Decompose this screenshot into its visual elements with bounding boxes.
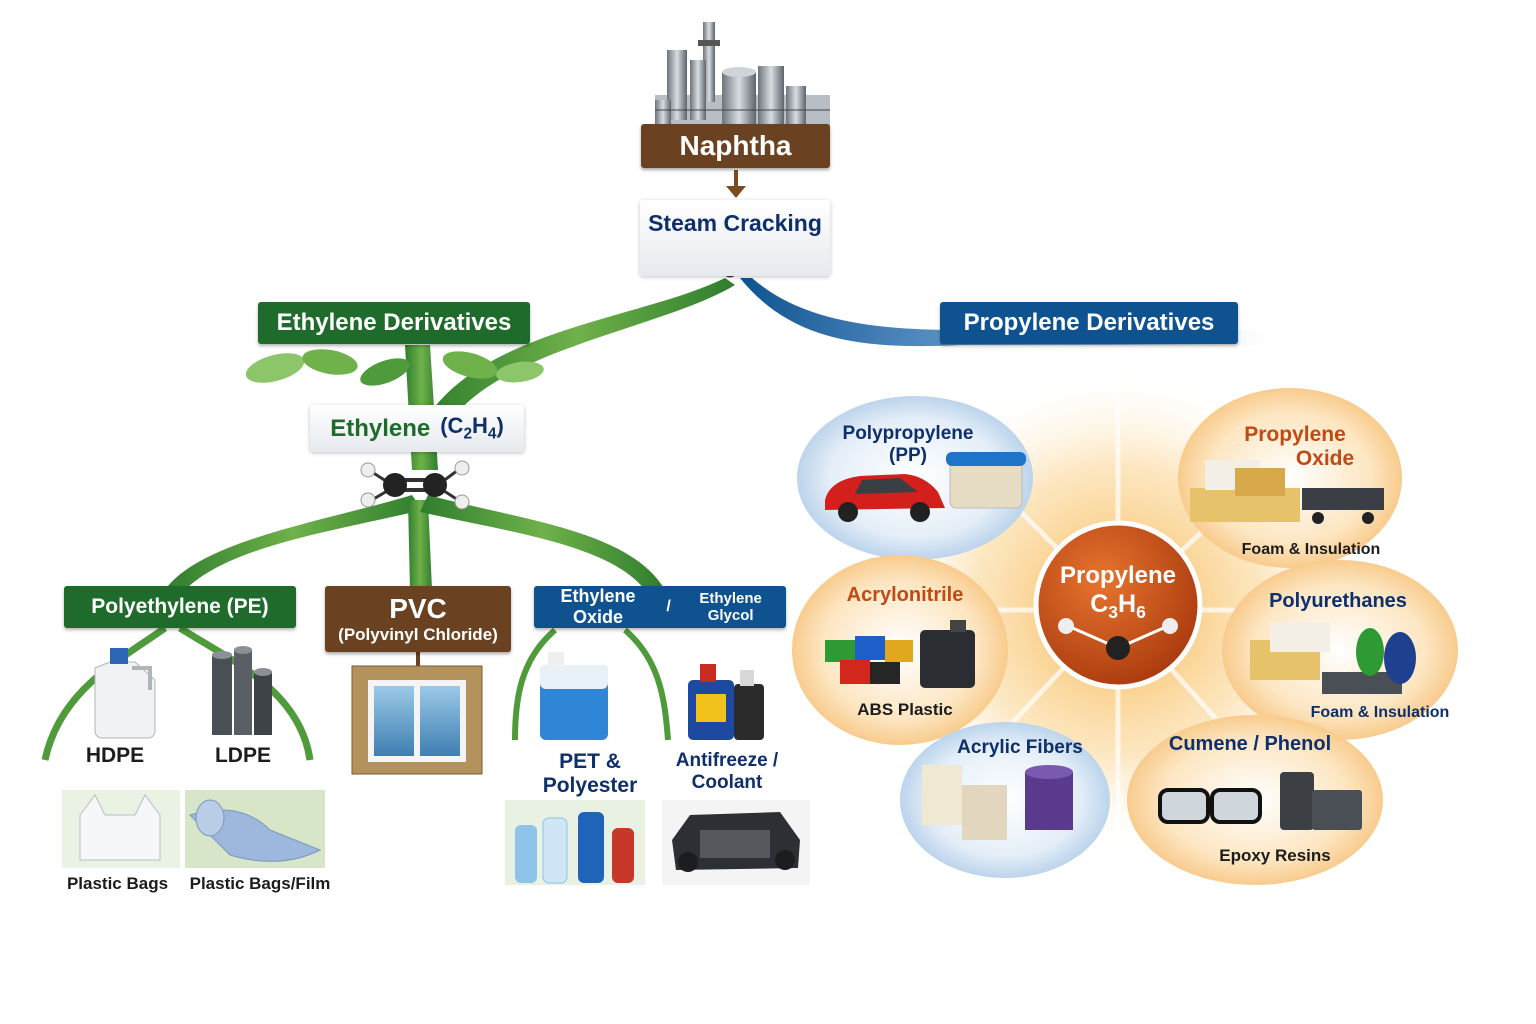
acrylic-fibers-label: Acrylic Fibers — [957, 737, 1083, 758]
pvc-title: PVC — [389, 593, 447, 624]
pvc-label: PVC (Polyvinyl Chloride) — [325, 586, 511, 652]
food-container-icon — [946, 452, 1026, 509]
eo-main: Ethylene Oxide — [560, 586, 636, 627]
antifreeze-bottles-icon — [688, 664, 764, 740]
pvc-window-icon — [351, 652, 483, 775]
hub-c: C — [1090, 589, 1109, 618]
eo-sub: Ethylene Glycol — [699, 590, 762, 624]
propylene-sweep — [740, 278, 1270, 347]
pet-line1: PET & — [559, 750, 621, 773]
propylene-hub-label: Propylene C3H6 — [1038, 562, 1198, 622]
safety-glasses-icon — [1158, 788, 1262, 824]
red-car-icon — [825, 474, 945, 522]
foam-blocks-icon — [1190, 460, 1300, 522]
refinery-icon — [655, 22, 830, 130]
ethylene-name: Ethylene — [330, 414, 431, 442]
petal-polyurethanes — [1222, 560, 1458, 740]
ldpe-pipes-icon — [212, 646, 272, 735]
ethylene-monomer-label: Ethylene (C2H4) — [310, 405, 524, 452]
insulation-rolls-icon — [1250, 622, 1416, 694]
car-engine-icon — [662, 800, 810, 885]
po-line1: Propylene — [1244, 423, 1346, 446]
plastic-film-icon — [185, 790, 325, 868]
ethylene-oxide-label: Ethylene Oxide / Ethylene Glycol — [534, 586, 786, 628]
po-line2: Oxide — [1295, 447, 1355, 471]
pvc-subtitle: (Polyvinyl Chloride) — [338, 625, 498, 644]
formula-close: ) — [496, 413, 504, 439]
ldpe-label: LDPE — [214, 744, 271, 767]
formula-open: (C — [440, 413, 464, 439]
pet-line2: Polyester — [542, 774, 638, 798]
eo-sep: / — [661, 598, 676, 615]
pet-bottles-icon — [505, 800, 645, 885]
hdpe-label: HDPE — [85, 744, 145, 767]
formula-h: H — [472, 413, 488, 439]
cumene-phenol-label: Cumene / Phenol — [1168, 733, 1332, 755]
pp-line2: (PP) — [889, 444, 927, 466]
hub-c-sub: 3 — [1108, 601, 1118, 622]
ethylene-derivatives-title: Ethylene Derivatives — [258, 302, 530, 344]
epoxy-containers-icon — [1280, 772, 1362, 830]
coolant-jug-icon — [540, 652, 608, 740]
abs-plastic-label: ABS Plastic — [857, 700, 953, 719]
naphtha-label: Naphtha — [641, 124, 830, 168]
formula-sub-4: 4 — [487, 425, 497, 443]
leaves-icon — [245, 349, 544, 386]
ethylene-stem — [41, 278, 735, 761]
po-use-label: Foam & Insulation — [1241, 541, 1381, 558]
trolley-icon — [1302, 488, 1384, 524]
polyurethanes-label: Polyurethanes — [1269, 590, 1407, 612]
yarn-spools-icon — [922, 765, 1073, 840]
hub-formula: C3H6 — [1038, 590, 1198, 622]
pet-label: PET &Polyester — [520, 750, 660, 798]
lego-bricks-icon — [825, 636, 913, 684]
formula-sub-2: 2 — [463, 425, 473, 443]
propylene-derivatives-title: Propylene Derivatives — [940, 302, 1238, 344]
hub-name: Propylene — [1059, 562, 1177, 589]
naphtha-arrow — [726, 170, 746, 198]
petal-propylene-oxide — [1178, 388, 1402, 568]
plastic-film-label: Plastic Bags/Film — [189, 874, 331, 893]
plastic-bag-icon — [62, 790, 180, 868]
acrylonitrile-label: Acrylonitrile — [846, 584, 964, 606]
polyethylene-label: Polyethylene (PE) — [64, 586, 296, 628]
propylene-hub — [1033, 520, 1203, 690]
pp-line1: Polypropylene — [842, 423, 974, 444]
pu-use-label: Foam & Insulation — [1310, 704, 1450, 721]
propylene-molecule-icon — [1058, 618, 1178, 660]
plastic-bags-label: Plastic Bags — [66, 874, 169, 893]
hdpe-jug-icon — [94, 648, 156, 739]
antifreeze-label: Antifreeze /Coolant — [662, 750, 792, 794]
antifreeze-line1: Antifreeze / — [675, 750, 779, 771]
polypropylene-label: Polypropylene(PP) — [828, 423, 988, 467]
ethylene-molecule-icon — [360, 460, 470, 510]
epoxy-resins-label: Epoxy Resins — [1219, 846, 1331, 865]
ethylene-formula: (C2H4) — [440, 413, 504, 443]
hub-h: H — [1118, 589, 1137, 618]
antifreeze-line2: Coolant — [691, 771, 763, 793]
hub-h-sub: 6 — [1136, 601, 1146, 622]
oil-canister-icon — [920, 620, 975, 688]
steam-cracking-label: Steam Cracking — [640, 200, 830, 276]
